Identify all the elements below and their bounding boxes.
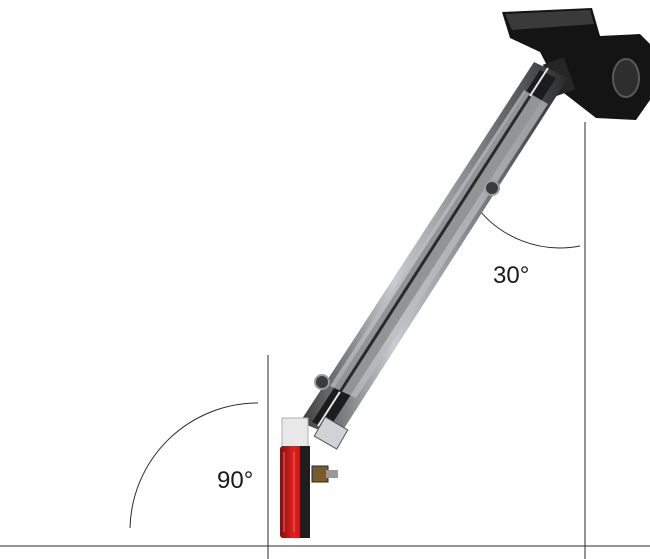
angle-label-90: 90° <box>217 467 254 494</box>
arm-base-bolt <box>314 374 330 390</box>
reflector-nut <box>311 465 329 483</box>
rear-reflector <box>280 417 338 538</box>
angle-arc-90 <box>129 402 259 529</box>
arm-joint-bolt <box>484 180 500 196</box>
bracket-bolt-hole <box>612 58 640 98</box>
telescopic-arm <box>300 62 568 450</box>
angle-arc-30 <box>475 205 581 249</box>
angle-label-30: 30° <box>493 262 530 289</box>
